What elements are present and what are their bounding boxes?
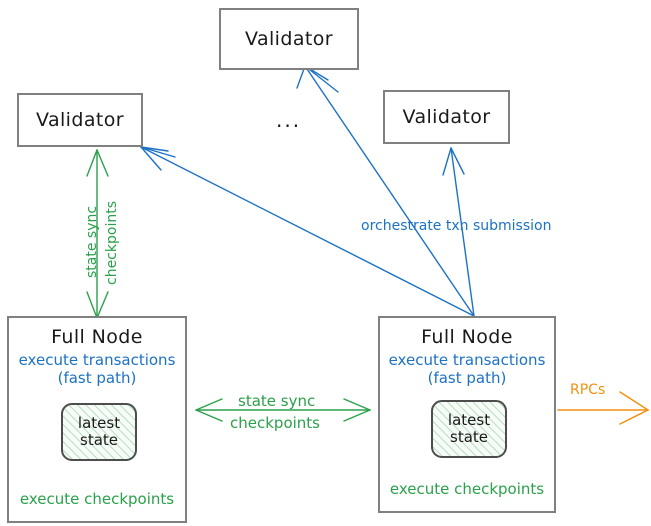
latest-state-line1: latest	[447, 410, 491, 429]
validator-label: Validator	[36, 109, 124, 131]
full-node-box-left[interactable]: Full Node execute transactions (fast pat…	[7, 316, 187, 523]
edge-label-rpcs: RPCs	[570, 382, 606, 398]
latest-state-line2: state	[450, 428, 488, 446]
validator-label: Validator	[245, 28, 333, 50]
latest-state-box[interactable]: latest state	[61, 403, 137, 461]
full-node-subtitle-line1: execute transactions	[18, 351, 176, 369]
validators-ellipsis: ...	[276, 108, 302, 132]
full-node-title: Full Node	[421, 326, 513, 348]
edge-label-horizontal-state-sync: state sync	[238, 392, 316, 410]
edge-label-horizontal-checkpoints: checkpoints	[230, 414, 320, 432]
validator-box-left[interactable]: Validator	[17, 93, 143, 147]
latest-state-line2: state	[80, 431, 118, 449]
validator-box-top[interactable]: Validator	[219, 8, 359, 70]
latest-state-line1: latest	[77, 413, 121, 432]
full-node-subtitle-line2: (fast path)	[57, 368, 137, 387]
full-node-subtitle-line2: (fast path)	[427, 368, 507, 387]
validator-box-right[interactable]: Validator	[383, 90, 510, 144]
edge-label-vertical-state-sync: state sync	[84, 205, 100, 278]
full-node-footer: execute checkpoints	[19, 490, 175, 508]
full-node-subtitle-line1: execute transactions	[388, 351, 546, 369]
full-node-subtitle: execute transactions (fast path)	[18, 351, 176, 387]
edge-label-vertical-checkpoints: checkpoints	[104, 201, 120, 285]
latest-state-box[interactable]: latest state	[431, 400, 507, 458]
full-node-box-right[interactable]: Full Node execute transactions (fast pat…	[378, 316, 556, 513]
full-node-subtitle: execute transactions (fast path)	[388, 351, 546, 387]
validator-label: Validator	[402, 106, 491, 128]
full-node-footer: execute checkpoints	[389, 480, 545, 498]
full-node-title: Full Node	[51, 326, 143, 348]
edge-label-orchestrate-txn-submission: orchestrate txn submission	[361, 218, 552, 234]
